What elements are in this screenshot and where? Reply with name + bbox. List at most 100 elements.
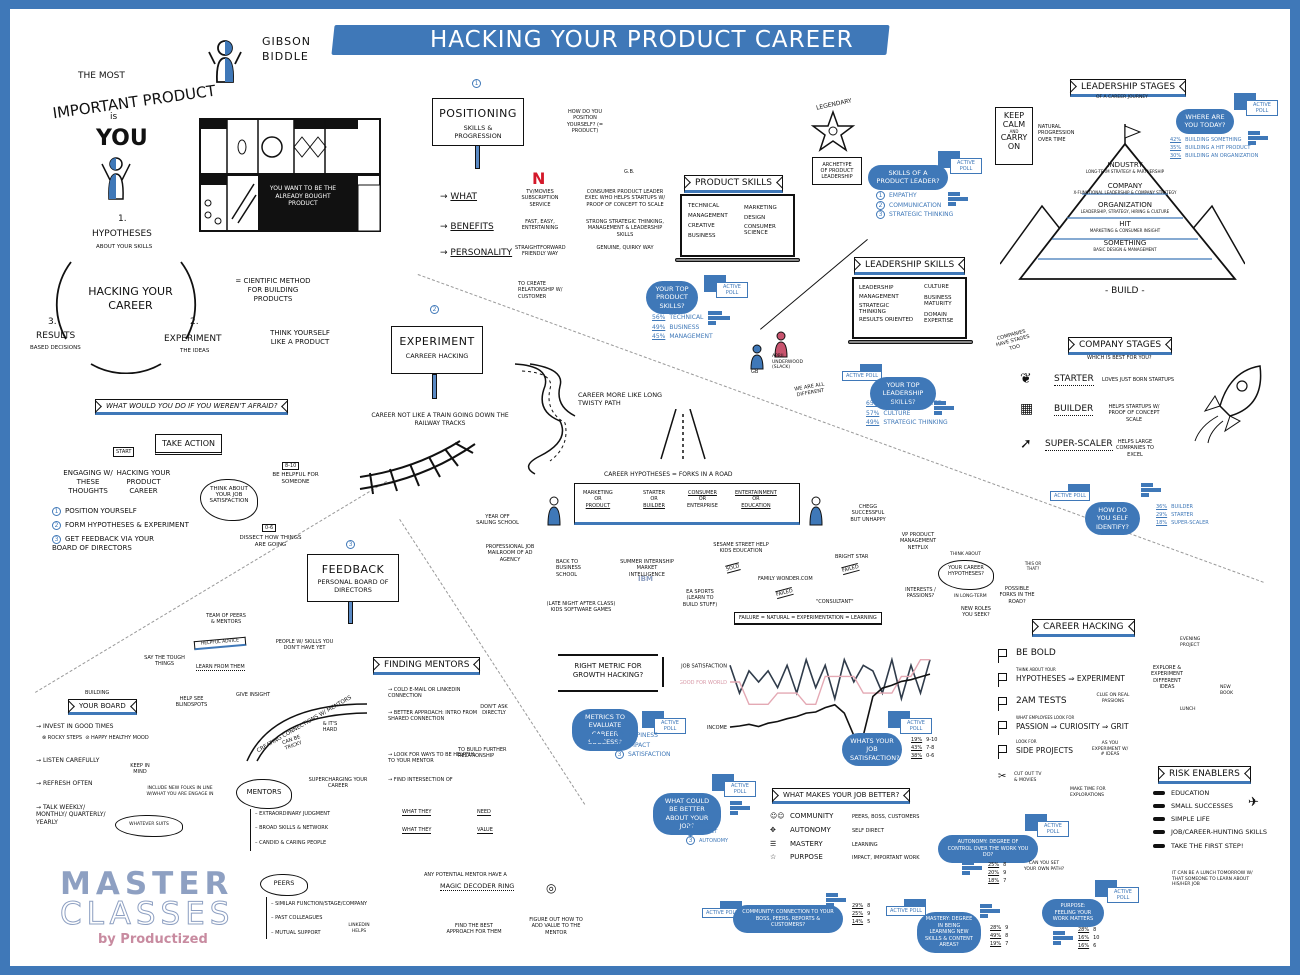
fork-road-icon bbox=[660, 409, 706, 460]
train-text: Career not like a train going down the r… bbox=[371, 412, 509, 427]
leadership-levels: IndustryLong-term strategy & partnership… bbox=[1073, 161, 1177, 252]
positioning-subtitle: Skills & progression bbox=[454, 124, 502, 140]
netflix-cell: Fast, easy, entertaining bbox=[521, 219, 559, 232]
skill-item: Technical bbox=[688, 203, 720, 209]
legendary-star-icon bbox=[810, 109, 856, 152]
check-circle-icon: ⊘ bbox=[85, 734, 90, 741]
skill-item: Consumer science bbox=[744, 223, 776, 237]
need-label: Need bbox=[477, 809, 491, 817]
keep-calm-poster: KeepCalm and CarryOn bbox=[995, 107, 1033, 165]
helpful-advice-banner: Helpful advice bbox=[193, 636, 247, 650]
engaging-text: Engaging w/ these thoughts bbox=[63, 469, 113, 495]
product-skills-banner: Product skills bbox=[684, 175, 783, 193]
store-shelf-illustration bbox=[199, 118, 381, 232]
key-icon bbox=[1153, 804, 1165, 809]
purpose-poll-question: Purpose: feeling your work matters bbox=[1042, 899, 1104, 927]
step2-subtitle: the ideas bbox=[180, 348, 210, 354]
poll-bar-icon bbox=[962, 861, 986, 877]
section-number: 2 bbox=[430, 305, 439, 314]
row-label: Personality bbox=[450, 248, 513, 258]
skill-item: Marketing bbox=[744, 205, 777, 211]
skill-item: Business bbox=[688, 232, 716, 239]
supercharging-career: Supercharging your career bbox=[308, 777, 368, 790]
cut-out-text: Cut out TV & movies bbox=[1014, 772, 1042, 783]
own-path-burst: Can you set your own path? bbox=[1023, 861, 1065, 872]
explore-text: Explore & experiment different ideas bbox=[1151, 665, 1183, 690]
sign-post bbox=[348, 599, 353, 624]
journey-step: Family Wonder.com bbox=[758, 576, 813, 582]
self-identify-poll-question: How do you self identify? bbox=[1085, 502, 1140, 536]
gibson-biddle-figure-icon bbox=[208, 40, 242, 83]
dont-ask-directly: Don't ask directly bbox=[480, 704, 508, 717]
leadership-skills-banner: Leadership skills bbox=[854, 257, 966, 275]
step3-subtitle: based decisions bbox=[30, 345, 81, 351]
active-poll-badge: Active poll bbox=[938, 151, 982, 181]
journey-step: VP product management Netflix bbox=[899, 532, 937, 551]
board-list: → Invest in good times ⊗ Rocky steps ⊘ H… bbox=[36, 723, 149, 826]
row-label: Benefits bbox=[450, 222, 494, 232]
flag-icon bbox=[998, 720, 1007, 735]
arrow-up-icon: ➚ bbox=[1020, 436, 1032, 452]
what-they-value: What they bbox=[402, 827, 432, 835]
people-icon: ☺☺ bbox=[770, 812, 785, 820]
series-line-job-satisfaction bbox=[729, 657, 931, 702]
give-insight: Give insight bbox=[236, 692, 271, 698]
start-flag: Start bbox=[113, 447, 135, 458]
journey-step: Year off sailing school bbox=[476, 514, 519, 527]
hacking-text: Hacking your product career bbox=[116, 469, 171, 495]
position-question: How do you position yourself? (= Product… bbox=[566, 109, 604, 134]
blocks-icon: ▦ bbox=[1020, 401, 1034, 417]
experiment-title: Experiment bbox=[399, 335, 475, 348]
author-first-name: Gibson bbox=[262, 35, 311, 48]
flag-icon bbox=[998, 744, 1007, 759]
career-hypotheses-cloud: Your career hypotheses? bbox=[938, 560, 994, 590]
flag-icon bbox=[998, 696, 1007, 711]
feedback-subtitle: Personal board of directors bbox=[317, 578, 389, 594]
finding-mentors-banner: Finding mentors bbox=[373, 657, 481, 675]
series-label: JOB SATISFACTION bbox=[680, 663, 727, 669]
active-poll-badge: Active poll bbox=[1025, 814, 1069, 844]
sign-post bbox=[432, 374, 437, 399]
active-poll-badge: Active poll bbox=[1234, 93, 1278, 123]
experiment-subtitle: Carreer hacking bbox=[405, 352, 469, 360]
section-number: 1 bbox=[472, 79, 481, 88]
active-poll-badge: Active poll bbox=[1095, 880, 1139, 910]
job-better-answers: 1Money 2Impact 3Autonomy bbox=[686, 818, 728, 845]
leadership-skills-board: Leadership Management Strategic thinking… bbox=[852, 277, 967, 339]
key-icon bbox=[1153, 791, 1165, 795]
companies-have-stages: Companies have stages too bbox=[995, 328, 1031, 352]
skill-item: Management bbox=[859, 294, 899, 301]
afraid-banner: What would you do if you weren't afraid? bbox=[95, 399, 289, 415]
gb-cell: Strong strategic thinking, management & … bbox=[585, 219, 664, 238]
interests-text: Interests / passions? bbox=[905, 587, 936, 600]
mastery-poll-question: Mastery: degree in being learning new sk… bbox=[917, 912, 981, 953]
mentors-cloud: Mentors bbox=[236, 779, 292, 809]
twisty-road-illustration bbox=[514, 363, 576, 475]
netflix-logo: N bbox=[532, 169, 546, 188]
risk-enablers-list: Education Small successes Simple life Jo… bbox=[1153, 789, 1267, 850]
building-label: Building bbox=[85, 690, 110, 696]
brand-classes: Classes bbox=[59, 896, 235, 933]
mentor-traits: – Extraordinary judgment – Broad skills … bbox=[250, 809, 330, 851]
evening-project: Evening project bbox=[1180, 637, 1201, 648]
poll-bar-icon bbox=[730, 801, 754, 817]
key-icon bbox=[1153, 843, 1165, 848]
poll-bar-icon bbox=[590, 734, 614, 750]
step-item: Get feedback via your board of directors bbox=[52, 535, 155, 552]
team-of-peers: Team of peers & mentors bbox=[206, 613, 246, 626]
journey-step: (Late night after class) kids software g… bbox=[546, 601, 616, 614]
long-term-label: In long-term bbox=[954, 594, 987, 599]
active-poll-badge: Active poll bbox=[886, 899, 930, 929]
twisty-text: Career more like long twisty path bbox=[578, 391, 663, 408]
archetype-box: Archetype of product leadership bbox=[812, 157, 862, 185]
figure-out-value: Figure out how to add value to the mento… bbox=[529, 917, 583, 936]
magic-decoder-ring: Magic decoder ring bbox=[440, 882, 515, 892]
journey-step: Sesame Street help kids education bbox=[713, 542, 769, 555]
step1-title: Hypotheses bbox=[92, 229, 152, 239]
linkedin-helps: LinkedIn helps bbox=[348, 923, 370, 934]
active-poll-badge: Active poll bbox=[888, 711, 932, 741]
skill-item: Leadership bbox=[859, 285, 894, 291]
leadership-stages-banner: Leadership stages bbox=[1070, 79, 1187, 97]
job-satisfaction-cloud: Think about your job satisfaction bbox=[200, 479, 258, 521]
